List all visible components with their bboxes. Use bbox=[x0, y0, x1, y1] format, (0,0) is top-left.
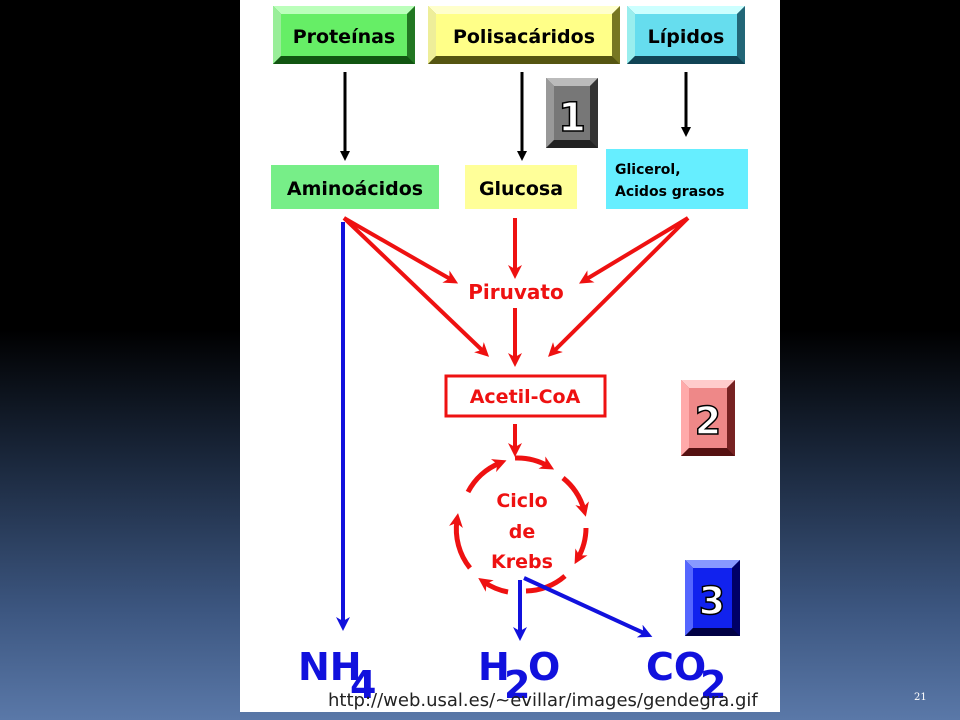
nh4-base: NH bbox=[298, 645, 362, 689]
label-lipidos: Lípidos bbox=[648, 26, 725, 48]
product-h2o: H 2 O bbox=[478, 645, 560, 707]
stage-1-label: 1 bbox=[558, 95, 586, 141]
box-lipidos: Lípidos bbox=[627, 6, 745, 64]
page-number: 21 bbox=[914, 692, 927, 703]
label-glicerol: Glicerol, bbox=[615, 162, 681, 178]
stage-3-badge: 3 bbox=[685, 560, 740, 636]
stage-1-badge: 1 bbox=[546, 78, 598, 148]
h2o-o: O bbox=[528, 645, 560, 689]
h2o-h: H bbox=[478, 645, 510, 689]
h2o-subscript: 2 bbox=[504, 663, 530, 707]
label-acetil-coa: Acetil-CoA bbox=[470, 386, 581, 408]
co2-subscript: 2 bbox=[700, 663, 726, 707]
label-krebs-de: de bbox=[509, 521, 536, 543]
box-glicerol-acidos-grasos: Glicerol, Acidos grasos bbox=[606, 149, 748, 209]
label-aminoacidos: Aminoácidos bbox=[287, 178, 423, 200]
box-aminoacidos: Aminoácidos bbox=[271, 165, 439, 209]
box-polisacaridos: Polisacáridos bbox=[428, 6, 620, 64]
stage-2-label: 2 bbox=[695, 399, 721, 443]
product-co2: CO 2 bbox=[646, 645, 726, 707]
label-krebs-ciclo: Ciclo bbox=[496, 490, 547, 512]
box-acetil-coa: Acetil-CoA bbox=[444, 374, 607, 418]
label-krebs-krebs: Krebs bbox=[491, 551, 553, 573]
product-nh4: NH 4 bbox=[298, 645, 376, 707]
krebs-cycle-ring bbox=[449, 455, 589, 595]
stage-3-label: 3 bbox=[699, 579, 725, 623]
label-polisacaridos: Polisacáridos bbox=[453, 26, 595, 48]
box-glucosa: Glucosa bbox=[465, 165, 577, 209]
stage-2-badge: 2 bbox=[681, 380, 735, 456]
co2-base: CO bbox=[646, 645, 706, 689]
label-proteinas: Proteínas bbox=[293, 26, 396, 48]
box-proteinas: Proteínas bbox=[273, 6, 415, 64]
blue-product-paths bbox=[336, 222, 653, 641]
source-url: http://web.usal.es/~evillar/images/gende… bbox=[328, 690, 758, 711]
label-piruvato: Piruvato bbox=[468, 280, 563, 304]
label-acidos-grasos: Acidos grasos bbox=[615, 184, 724, 200]
red-catabolic-paths bbox=[342, 216, 690, 457]
nh4-subscript: 4 bbox=[350, 663, 376, 707]
label-glucosa: Glucosa bbox=[479, 178, 563, 200]
